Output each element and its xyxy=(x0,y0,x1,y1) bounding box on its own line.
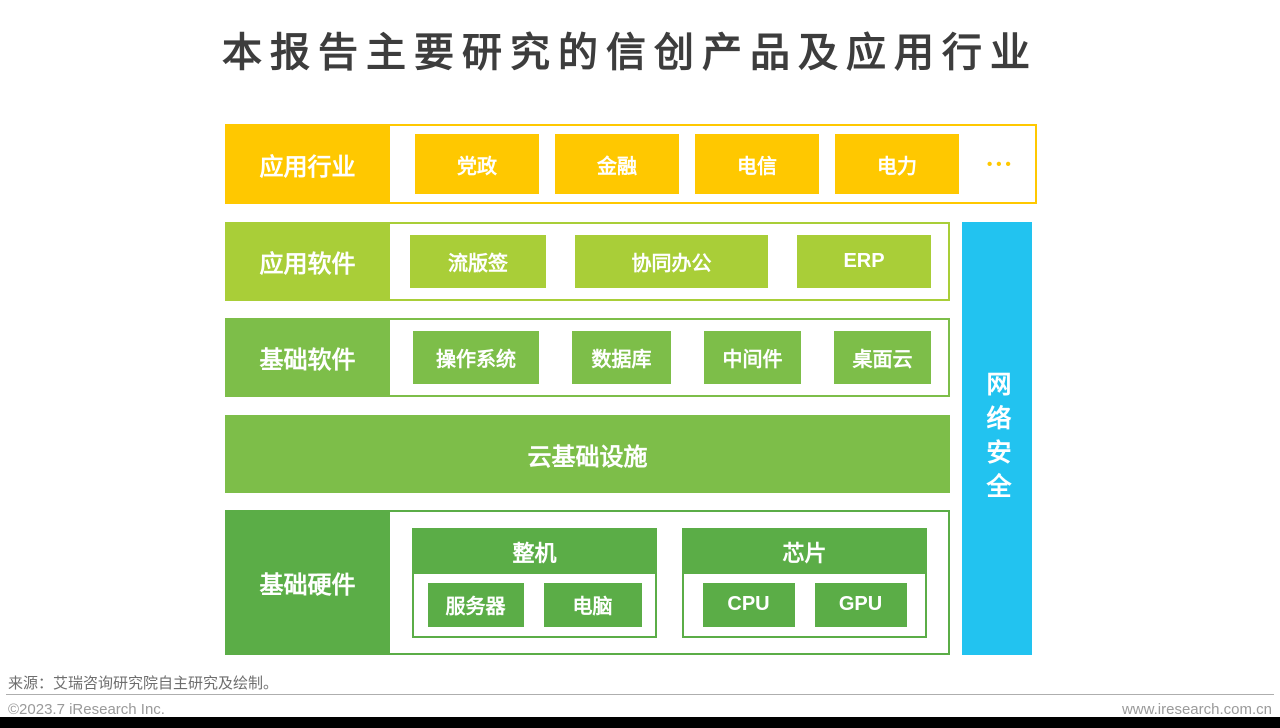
group-header-chips: 芯片 xyxy=(684,529,925,574)
software-item-os: 操作系统 xyxy=(413,331,539,384)
app-item-erp: ERP xyxy=(797,235,931,288)
group-body-complete-machine: 服务器 电脑 xyxy=(414,574,655,636)
hardware-groups: 整机 服务器 电脑 芯片 CPU GPU xyxy=(390,512,948,653)
row-label-basic-hardware: 基础硬件 xyxy=(225,510,390,655)
industry-item-dangzheng: 党政 xyxy=(415,134,539,194)
row-application-industry: 应用行业 党政 金融 电信 电力 ••• xyxy=(225,124,1037,204)
group-header-complete-machine: 整机 xyxy=(414,529,655,574)
group-body-chips: CPU GPU xyxy=(684,574,925,636)
footer-divider xyxy=(6,694,1274,695)
app-item-streaming-signature: 流版签 xyxy=(410,235,546,288)
industry-items: 党政 金融 电信 电力 ••• xyxy=(390,126,1035,202)
row-label-application-software: 应用软件 xyxy=(225,222,390,301)
ellipsis-dots-icon: ••• xyxy=(987,155,1015,173)
row-basic-hardware: 基础硬件 整机 服务器 电脑 芯片 CPU GPU xyxy=(225,510,950,655)
industry-item-telecom: 电信 xyxy=(695,134,819,194)
app-item-collaborative-office: 协同办公 xyxy=(575,235,768,288)
application-software-items: 流版签 协同办公 ERP xyxy=(390,224,948,299)
bottom-black-bar xyxy=(0,717,1280,728)
software-item-middleware: 中间件 xyxy=(704,331,801,384)
hardware-item-pc: 电脑 xyxy=(543,582,642,627)
hardware-group-chips: 芯片 CPU GPU xyxy=(682,527,927,638)
industry-item-finance: 金融 xyxy=(555,134,679,194)
website-url: www.iresearch.com.cn xyxy=(1121,701,1272,718)
basic-software-items: 操作系统 数据库 中间件 桌面云 xyxy=(390,320,948,395)
hardware-item-cpu: CPU xyxy=(702,582,795,627)
software-item-database: 数据库 xyxy=(572,331,671,384)
row-application-software: 应用软件 流版签 协同办公 ERP xyxy=(225,222,950,301)
row-label-basic-software: 基础软件 xyxy=(225,318,390,397)
row-label-application-industry: 应用行业 xyxy=(225,124,390,204)
network-security-bar: 网络安全 xyxy=(962,222,1032,655)
copyright-text: ©2023.7 iResearch Inc. xyxy=(8,701,165,718)
hardware-group-complete-machine: 整机 服务器 电脑 xyxy=(412,527,657,638)
source-note: 来源：艾瑞咨询研究院自主研究及绘制。 xyxy=(8,675,279,692)
page-title: 本报告主要研究的信创产品及应用行业 xyxy=(222,31,1038,75)
row-basic-software: 基础软件 操作系统 数据库 中间件 桌面云 xyxy=(225,318,950,397)
software-item-desktop-cloud: 桌面云 xyxy=(834,331,931,384)
row-cloud-infrastructure: 云基础设施 xyxy=(225,415,950,493)
hardware-item-server: 服务器 xyxy=(427,582,524,627)
hardware-item-gpu: GPU xyxy=(814,582,907,627)
industry-item-power: 电力 xyxy=(835,134,959,194)
